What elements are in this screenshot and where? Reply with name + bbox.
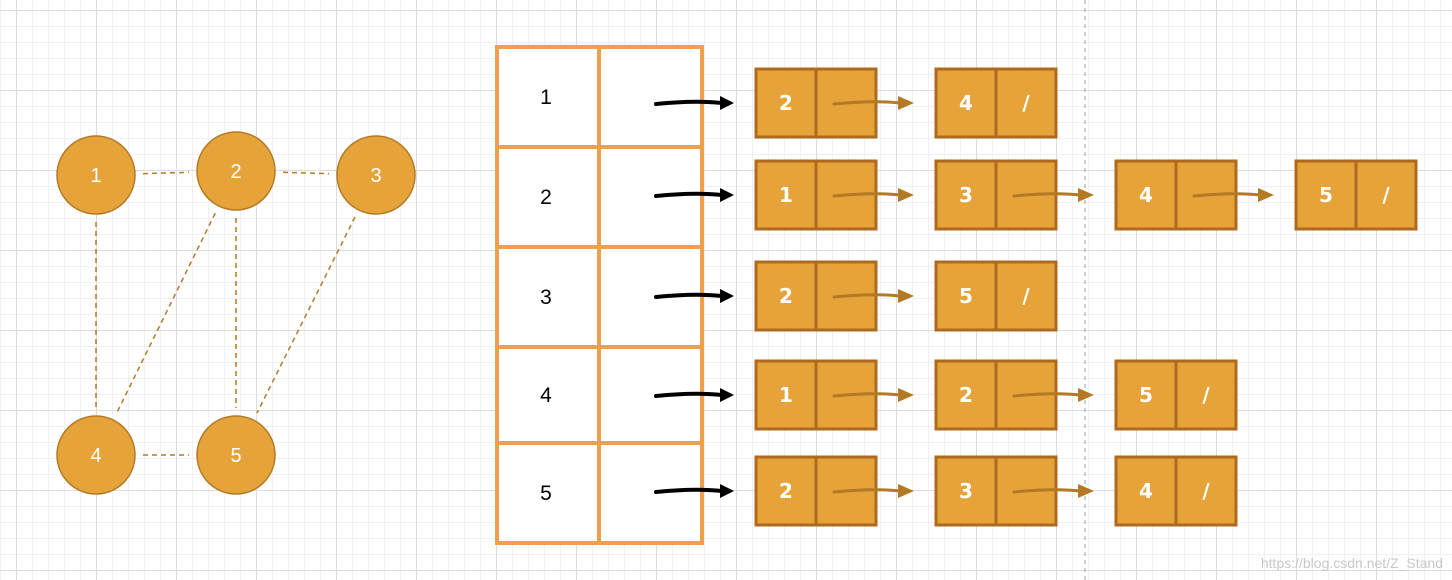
graph-node-5: 5	[196, 415, 276, 495]
arrow-shaft	[654, 191, 724, 198]
list-node-value: 2	[779, 91, 793, 115]
list-node: 3	[934, 455, 1058, 527]
table-vertex-label: 2	[540, 186, 552, 209]
node-circle	[196, 131, 276, 211]
list-node-value: 2	[779, 284, 793, 308]
arrow-head	[720, 188, 734, 202]
arrow-shaft	[1012, 192, 1082, 198]
arrow-head	[898, 96, 914, 110]
table-vertex-label: 5	[540, 482, 552, 505]
list-node: 5/	[1114, 359, 1238, 431]
next-pointer-arrow	[832, 289, 914, 303]
arrow-head	[1258, 188, 1274, 202]
list-node-value: 1	[779, 183, 793, 207]
list-node-value: 4	[959, 91, 973, 115]
list-node: 4/	[1114, 455, 1238, 527]
arrow-head	[898, 484, 914, 498]
head-pointer-arrow	[654, 188, 734, 202]
list-node-value: 3	[959, 183, 973, 207]
arrow-head	[898, 388, 914, 402]
arrow-shaft	[1192, 192, 1262, 198]
edge-2-3	[282, 171, 330, 175]
arrow-shaft	[832, 392, 902, 398]
edge-1-2	[142, 171, 190, 175]
node-circle	[56, 135, 136, 215]
arrow-head	[720, 388, 734, 402]
arrow-shaft	[654, 391, 724, 398]
node-label: 3	[370, 165, 381, 187]
list-node-value: 1	[779, 383, 793, 407]
arrow-shaft	[1012, 488, 1082, 494]
arrow-shaft	[832, 192, 902, 198]
edge-2-4	[116, 212, 216, 414]
arrow-head	[720, 96, 734, 110]
head-pointer-arrow	[654, 289, 734, 303]
node-label: 5	[230, 445, 241, 467]
next-pointer-arrow	[1192, 188, 1274, 202]
null-pointer: /	[1022, 284, 1030, 308]
next-pointer-arrow	[1012, 484, 1094, 498]
list-node-value: 3	[959, 479, 973, 503]
vertex-table: 1 2 3 4 5	[495, 45, 704, 545]
list-node-value: 2	[959, 383, 973, 407]
next-pointer-arrow	[832, 96, 914, 110]
next-pointer-arrow	[832, 188, 914, 202]
list-node-value: 4	[1139, 479, 1153, 503]
node-label: 1	[90, 165, 101, 187]
list-node: 5/	[934, 260, 1058, 332]
arrow-head	[898, 188, 914, 202]
graph-node-4: 4	[56, 415, 136, 495]
graph-node-1: 1	[56, 135, 136, 215]
arrow-head	[1078, 388, 1094, 402]
node-circle	[336, 135, 416, 215]
arrow-head	[898, 289, 914, 303]
arrow-shaft	[832, 100, 902, 106]
list-node: 5/	[1294, 159, 1418, 231]
null-pointer: /	[1202, 479, 1210, 503]
graph-nodes: 1 2 3 4 5	[56, 131, 416, 495]
list-node-value: 5	[959, 284, 973, 308]
edge-3-5	[256, 216, 356, 414]
watermark: https://blog.csdn.net/Z_Stand	[1261, 555, 1443, 571]
next-pointer-arrow	[1012, 388, 1094, 402]
arrow-shaft	[654, 99, 724, 106]
arrow-shaft	[832, 488, 902, 494]
graph-node-2: 2	[196, 131, 276, 211]
arrow-head	[1078, 484, 1094, 498]
arrow-shaft	[654, 487, 724, 494]
head-pointer-arrow	[654, 484, 734, 498]
node-circle	[196, 415, 276, 495]
node-label: 4	[90, 445, 101, 467]
arrow-shaft	[1012, 392, 1082, 398]
null-pointer: /	[1202, 383, 1210, 407]
table-vertex-label: 4	[540, 384, 552, 407]
next-pointer-arrow	[832, 484, 914, 498]
arrow-head	[720, 484, 734, 498]
list-node-value: 4	[1139, 183, 1153, 207]
node-label: 2	[230, 161, 241, 183]
list-node-value: 5	[1319, 183, 1333, 207]
graph-node-3: 3	[336, 135, 416, 215]
table-vertex-label: 1	[540, 86, 552, 109]
next-pointer-arrow	[1012, 188, 1094, 202]
arrow-head	[720, 289, 734, 303]
list-node-value: 5	[1139, 383, 1153, 407]
arrow-shaft	[654, 292, 724, 299]
head-pointer-arrow	[654, 96, 734, 110]
next-pointer-arrow	[832, 388, 914, 402]
list-node: 1	[754, 159, 878, 231]
list-node: 4/	[934, 67, 1058, 139]
head-pointer-arrow	[654, 388, 734, 402]
graph-edges	[95, 171, 356, 456]
arrow-shaft	[832, 293, 902, 299]
node-circle	[56, 415, 136, 495]
null-pointer: /	[1382, 183, 1390, 207]
list-node-value: 2	[779, 479, 793, 503]
arrow-head	[1078, 188, 1094, 202]
table-vertex-label: 3	[540, 286, 552, 309]
null-pointer: /	[1022, 91, 1030, 115]
